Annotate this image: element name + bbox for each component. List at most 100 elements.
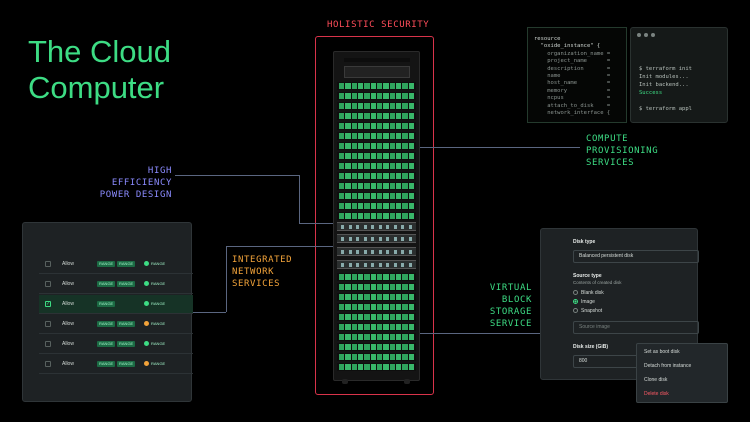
rack-foot — [404, 379, 410, 384]
code-line: memory = — [534, 87, 611, 94]
code-line: attach_to_disk = — [534, 102, 611, 109]
drive-bay — [337, 112, 416, 120]
status-text: RANGE — [151, 361, 166, 366]
network-connector-h — [226, 246, 333, 247]
code-line: resource — [534, 36, 561, 42]
radio-icon[interactable] — [573, 299, 578, 305]
power-connector-v — [299, 175, 300, 223]
warning-icon — [144, 321, 149, 327]
storage-connector — [420, 333, 540, 334]
compute-label: COMPUTE PROVISIONING SERVICES — [586, 134, 659, 168]
drive-bay — [337, 202, 416, 210]
status-badge: RANGE — [144, 340, 165, 348]
drive-bay — [337, 273, 416, 281]
source-option[interactable]: Image — [573, 299, 595, 305]
drive-bay — [337, 182, 416, 190]
drive-bay — [337, 212, 416, 220]
power-connector-h — [299, 223, 333, 224]
status-badge: RANGE — [144, 260, 165, 268]
row-checkbox[interactable] — [45, 321, 51, 327]
menu-item[interactable]: Set as boot disk — [644, 349, 680, 355]
drive-bay — [337, 283, 416, 291]
status-badge: RANGE — [144, 360, 165, 368]
row-checkbox[interactable] — [45, 341, 51, 347]
network-switch — [337, 222, 416, 231]
option-label: Snapshot — [581, 308, 603, 314]
range-badge: RANGE — [97, 281, 116, 287]
option-label: Image — [581, 299, 595, 305]
disk-size-label: Disk size (GiB) — [573, 344, 609, 350]
source-type-hint: Contents of created disk — [573, 280, 622, 285]
code-line: organization_name = — [534, 50, 611, 57]
drive-bay — [337, 323, 416, 331]
network-switch — [337, 260, 416, 269]
row-checkbox[interactable] — [45, 261, 51, 267]
rule-action: Allow — [62, 281, 74, 287]
code-line: host_name = — [534, 80, 611, 87]
check-icon — [144, 281, 149, 287]
disk-size-input[interactable]: 800 — [573, 355, 643, 368]
drive-bay — [337, 122, 416, 130]
status-badge: RANGE — [144, 320, 165, 328]
option-label: Blank disk — [581, 290, 604, 296]
drive-bay — [337, 102, 416, 110]
range-badge: RANGE — [97, 361, 116, 367]
source-option[interactable]: Snapshot — [573, 308, 602, 314]
menu-item[interactable]: Detach from instance — [644, 363, 692, 369]
range-badge: RANGE — [117, 361, 136, 367]
power-connector — [175, 175, 299, 176]
code-line: ncpus = — [534, 95, 611, 102]
radio-icon[interactable] — [573, 290, 578, 296]
drive-bay — [337, 162, 416, 170]
range-badge: RANGE — [117, 261, 136, 267]
source-image-input[interactable]: Source image — [573, 321, 699, 334]
rule-action: Allow — [62, 321, 74, 327]
drive-bay — [337, 92, 416, 100]
power-label: HIGH EFFICIENCY POWER DESIGN — [99, 166, 172, 200]
network-label: INTEGRATED NETWORK SERVICES — [232, 255, 293, 289]
row-checkbox[interactable] — [45, 281, 51, 287]
terminal-line: Init modules... — [639, 74, 689, 80]
page-title: The Cloud Computer — [28, 34, 172, 105]
terminal-line: $ terraform appl — [639, 106, 692, 112]
row-checkbox[interactable] — [45, 361, 51, 367]
status-text: RANGE — [151, 321, 166, 326]
code-line: name = — [534, 73, 611, 80]
menu-item[interactable]: Clone disk — [644, 377, 668, 383]
status-text: RANGE — [151, 301, 166, 306]
drive-bay — [337, 343, 416, 351]
range-badge: RANGE — [97, 261, 116, 267]
network-switch — [337, 247, 416, 256]
menu-item[interactable]: Delete disk — [644, 391, 669, 397]
source-type-label: Source type — [573, 273, 602, 279]
compute-connector — [420, 147, 580, 148]
range-badge: RANGE — [117, 341, 136, 347]
terminal-line: $ terraform init — [639, 66, 692, 72]
row-checkbox[interactable]: ✓ — [45, 301, 51, 307]
status-text: RANGE — [151, 341, 166, 346]
code-line: network_interface { — [534, 110, 611, 117]
disk-type-select[interactable]: Balanced persistent disk — [573, 250, 699, 263]
status-badge: RANGE — [144, 280, 165, 288]
radio-icon[interactable] — [573, 308, 578, 314]
terminal-line: Success — [639, 90, 663, 96]
warning-icon — [144, 361, 149, 367]
rack-top-panel — [344, 58, 410, 62]
range-badge: RANGE — [97, 341, 116, 347]
drive-bay — [337, 313, 416, 321]
status-text: RANGE — [151, 261, 166, 266]
drive-bay — [337, 82, 416, 90]
check-icon — [144, 341, 149, 347]
code-line: project_name = — [534, 58, 611, 65]
source-option[interactable]: Blank disk — [573, 290, 604, 296]
range-badge: RANGE — [117, 281, 136, 287]
